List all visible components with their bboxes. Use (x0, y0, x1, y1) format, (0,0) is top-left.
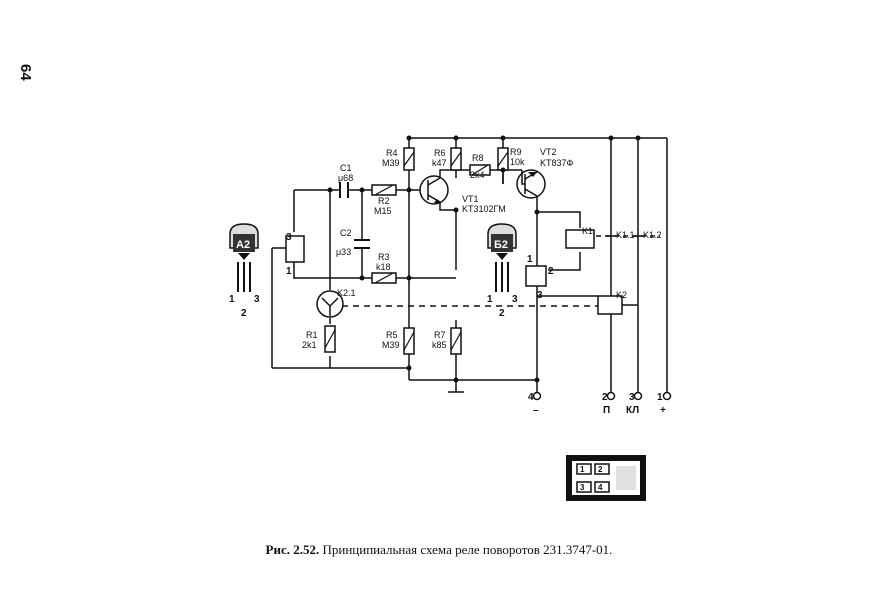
label-r8-value: 2k4 (470, 170, 485, 180)
relay-k1-coil (565, 229, 595, 249)
terminal-3-label: КЛ (626, 405, 639, 416)
hall-switch-k2-1 (316, 290, 344, 318)
figure-caption: Рис. 2.52. Принципиальная схема реле пов… (0, 542, 878, 558)
terminal-1-number: 1 (657, 392, 663, 403)
label-r7-value: k85 (432, 340, 447, 350)
sensor-package-b2 (487, 223, 517, 292)
label-c2-value: μ33 (336, 247, 351, 257)
terminal-1-label: + (660, 405, 666, 416)
label-r3-value: k18 (376, 262, 391, 272)
label-k1-2: K1.2 (643, 230, 662, 240)
sensor-block-right (525, 265, 547, 287)
connector-pin-4: 4 (598, 483, 603, 492)
connector-pin-2: 2 (598, 465, 603, 474)
block-left-pin-1: 1 (286, 266, 292, 277)
label-r3-ref: R3 (378, 252, 390, 262)
label-k2: K2 (616, 290, 627, 300)
label-c1-value: μ68 (338, 173, 353, 183)
label-c2-ref: C2 (340, 228, 352, 238)
block-right-pin-1: 1 (527, 254, 533, 265)
block-right-pin-2: 2 (548, 266, 554, 277)
label-r2-ref: R2 (378, 196, 390, 206)
sensor-b2-label: Б2 (494, 239, 508, 251)
label-r6-ref: R6 (434, 148, 446, 158)
block-right-pin-3: 3 (537, 290, 543, 301)
sensor-b2-pin-1: 1 (487, 294, 493, 305)
label-r5-ref: R5 (386, 330, 398, 340)
label-k2-1: K2.1 (337, 288, 356, 298)
caption-label: Рис. 2.52. (265, 542, 320, 557)
sensor-a2-pin-1: 1 (229, 294, 235, 305)
transistor-vt1 (419, 175, 449, 205)
terminal-2-label: П (603, 405, 610, 416)
sensor-a2-pin-3: 3 (254, 294, 260, 305)
label-k1-1: K1.1 (616, 230, 635, 240)
capacitor-c2 (354, 239, 370, 249)
label-r2-value: M15 (374, 206, 392, 216)
label-r1-ref: R1 (306, 330, 318, 340)
capacitor-c1 (339, 182, 349, 198)
block-left-pin-3: 3 (286, 232, 292, 243)
label-r9-ref: R9 (510, 147, 522, 157)
label-vt2-ref: VT2 (540, 147, 557, 157)
label-vt1-ref: VT1 (462, 194, 479, 204)
sensor-b2-pin-2: 2 (499, 308, 505, 319)
terminal-2-number: 2 (602, 392, 608, 403)
label-r6-value: k47 (432, 158, 447, 168)
label-r8-ref: R8 (472, 153, 484, 163)
label-r4-ref: R4 (386, 148, 398, 158)
connector-pin-1: 1 (580, 465, 585, 474)
label-r4-value: M39 (382, 158, 400, 168)
label-c1-ref: C1 (340, 163, 352, 173)
sensor-block-left (285, 235, 305, 263)
label-r1-value: 2k1 (302, 340, 317, 350)
terminal-4-number: 4 (528, 392, 534, 403)
connector-diagram (566, 455, 646, 501)
label-r7-ref: R7 (434, 330, 446, 340)
terminal-4-label: – (533, 405, 539, 416)
label-vt1-value: KT3102ГМ (462, 204, 506, 214)
relay-k2-coil (597, 295, 623, 315)
label-k1: K1 (582, 226, 593, 236)
label-r9-value: 10k (510, 157, 525, 167)
sensor-a2-label: A2 (236, 239, 250, 251)
label-vt2-value: KT837Ф (540, 158, 574, 168)
caption-text: Принципиальная схема реле поворотов 231.… (322, 542, 613, 557)
sensor-a2-pin-2: 2 (241, 308, 247, 319)
transistor-vt2 (516, 169, 546, 199)
sensor-b2-pin-3: 3 (512, 294, 518, 305)
terminal-3-number: 3 (629, 392, 635, 403)
label-r5-value: M39 (382, 340, 400, 350)
sensor-package-a2 (229, 223, 259, 292)
connector-pin-3: 3 (580, 483, 585, 492)
